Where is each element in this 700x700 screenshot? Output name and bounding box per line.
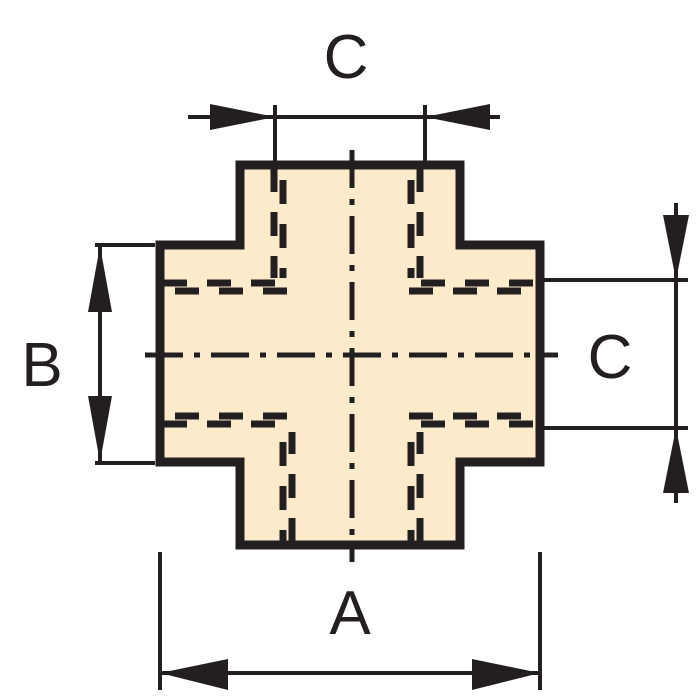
hidden-lines-group: [163, 168, 538, 542]
arrow-head-up-icon: [663, 428, 689, 493]
dimension-label-c-right: C: [588, 323, 633, 392]
arrow-head-left-icon: [425, 104, 490, 130]
dimension-label-b-left: B: [21, 331, 62, 400]
arrow-head-left-icon: [160, 659, 228, 690]
arrow-head-down-icon: [88, 396, 112, 462]
dimension-label-a-bottom: A: [329, 579, 371, 648]
arrow-head-down-icon: [663, 215, 689, 280]
dimension-c-right: C: [543, 203, 689, 503]
dimension-label-c-top: C: [324, 23, 369, 92]
arrow-head-right-icon: [210, 104, 275, 130]
dimension-b-left: B: [21, 243, 155, 465]
dimension-c-top: C: [188, 23, 500, 168]
dimension-a-bottom: A: [158, 552, 542, 690]
arrow-head-right-icon: [472, 659, 540, 690]
center-lines-group: [145, 150, 558, 562]
arrow-head-up-icon: [88, 246, 112, 312]
